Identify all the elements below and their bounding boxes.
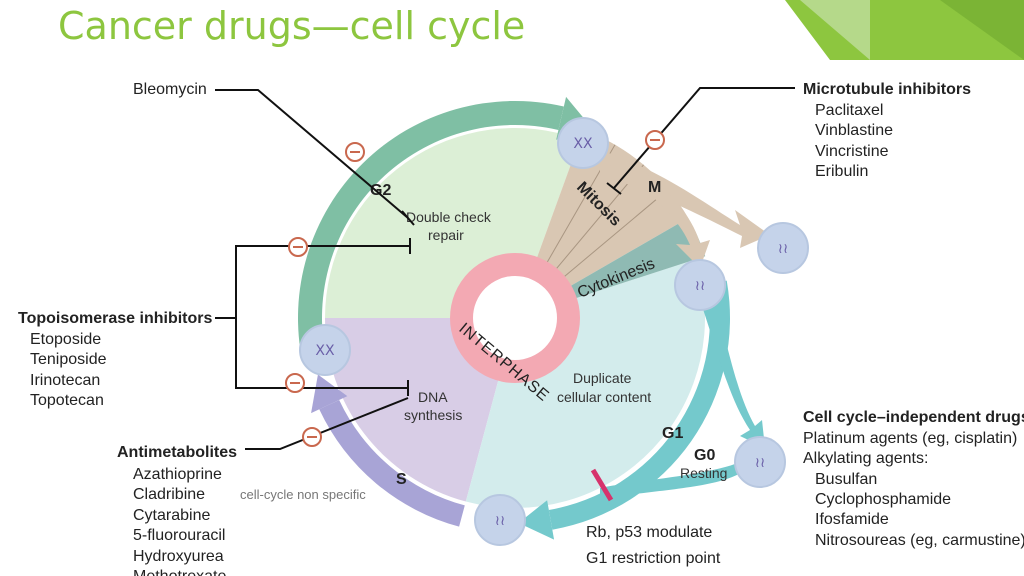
restriction-line1: Rb, p53 modulate — [586, 524, 712, 541]
s-arrow-head — [311, 374, 348, 414]
topoisomerase-item: Irinotecan — [30, 372, 100, 389]
cell-icon — [757, 222, 809, 274]
duplicate-label: Duplicate — [573, 370, 632, 386]
cells: XX XX ≀≀ ≀≀ ≀≀ ≀≀ — [299, 117, 809, 546]
chromosome-icon: ≀≀ — [695, 278, 706, 294]
alkylating-item: Nitrosoureas (eg, carmustine) — [815, 532, 1024, 549]
antimetabolites-heading: Antimetabolites — [117, 444, 237, 461]
microtubule-item: Vincristine — [815, 143, 889, 160]
cell-icon — [674, 259, 726, 311]
chromosome-icon: ≀≀ — [495, 513, 506, 529]
g1-arrow-head — [518, 500, 555, 540]
synthesis-label: synthesis — [404, 407, 462, 423]
corner-decoration — [785, 0, 1024, 60]
antimetabolite-item: Cladribine — [133, 486, 205, 503]
independent-item: Platinum agents (eg, cisplatin) — [803, 430, 1017, 447]
alkylating-item: Cyclophosphamide — [815, 491, 951, 508]
cell-icon — [734, 436, 786, 488]
chromosome-icon: XX — [573, 136, 593, 152]
antimetabolite-item: Azathioprine — [133, 466, 222, 483]
independent-heading: Cell cycle–independent drugs — [803, 409, 1024, 426]
cell-icon — [557, 117, 609, 169]
topoisomerase-item: Etoposide — [30, 331, 101, 348]
g2-label: G2 — [370, 182, 391, 199]
microtubule-heading: Microtubule inhibitors — [803, 81, 971, 98]
g1-label: G1 — [662, 425, 683, 442]
topoisomerase-heading: Topoisomerase inhibitors — [18, 310, 213, 327]
g0-return-arrow — [600, 462, 745, 500]
double-check-label: Double check — [406, 209, 492, 225]
s-sector — [325, 318, 515, 502]
topoisomerase-item: Teniposide — [30, 351, 107, 368]
antimetabolite-item: Cytarabine — [133, 507, 210, 524]
m-label: M — [648, 179, 661, 196]
g0-label: G0 — [694, 447, 715, 464]
alkylating-item: Ifosfamide — [815, 511, 889, 528]
chromosome-icon: ≀≀ — [778, 241, 789, 257]
microtubule-item: Vinblastine — [815, 122, 893, 139]
resting-label: Resting — [680, 465, 727, 481]
cycle-wheel — [298, 96, 770, 540]
microtubule-item: Paclitaxel — [815, 102, 883, 119]
cladribine-note: cell-cycle non specific — [240, 487, 366, 502]
antimetabolite-item: Hydroxyurea — [133, 548, 224, 565]
slide-title: Cancer drugs—cell cycle — [58, 4, 526, 48]
cell-icon — [299, 324, 351, 376]
center-hole — [473, 276, 557, 360]
topoisomerase-item: Topotecan — [30, 392, 104, 409]
restriction-line2: G1 restriction point — [586, 550, 721, 567]
m-exit-arrow-2 — [610, 155, 710, 268]
chromosome-icon: ≀≀ — [755, 455, 766, 471]
s-label: S — [396, 471, 407, 488]
dna-label: DNA — [418, 389, 448, 405]
chromosome-icon: XX — [315, 343, 335, 359]
repair-label: repair — [428, 227, 464, 243]
antimetabolite-item: 5-fluorouracil — [133, 527, 225, 544]
restriction-point-marker — [590, 468, 614, 502]
inhibitor-lines — [215, 87, 795, 450]
s-arrow — [319, 399, 465, 527]
cellular-content-label: cellular content — [557, 389, 651, 405]
bleomycin-label: Bleomycin — [133, 81, 207, 98]
inhibition-markers — [285, 130, 665, 447]
g2-arrow — [298, 100, 564, 364]
cell-icon — [474, 494, 526, 546]
independent-item: Alkylating agents: — [803, 450, 928, 467]
microtubule-item: Eribulin — [815, 163, 868, 180]
g0-arrow — [700, 300, 765, 448]
antimetabolite-item: Methotrexate — [133, 568, 226, 576]
alkylating-item: Busulfan — [815, 471, 877, 488]
